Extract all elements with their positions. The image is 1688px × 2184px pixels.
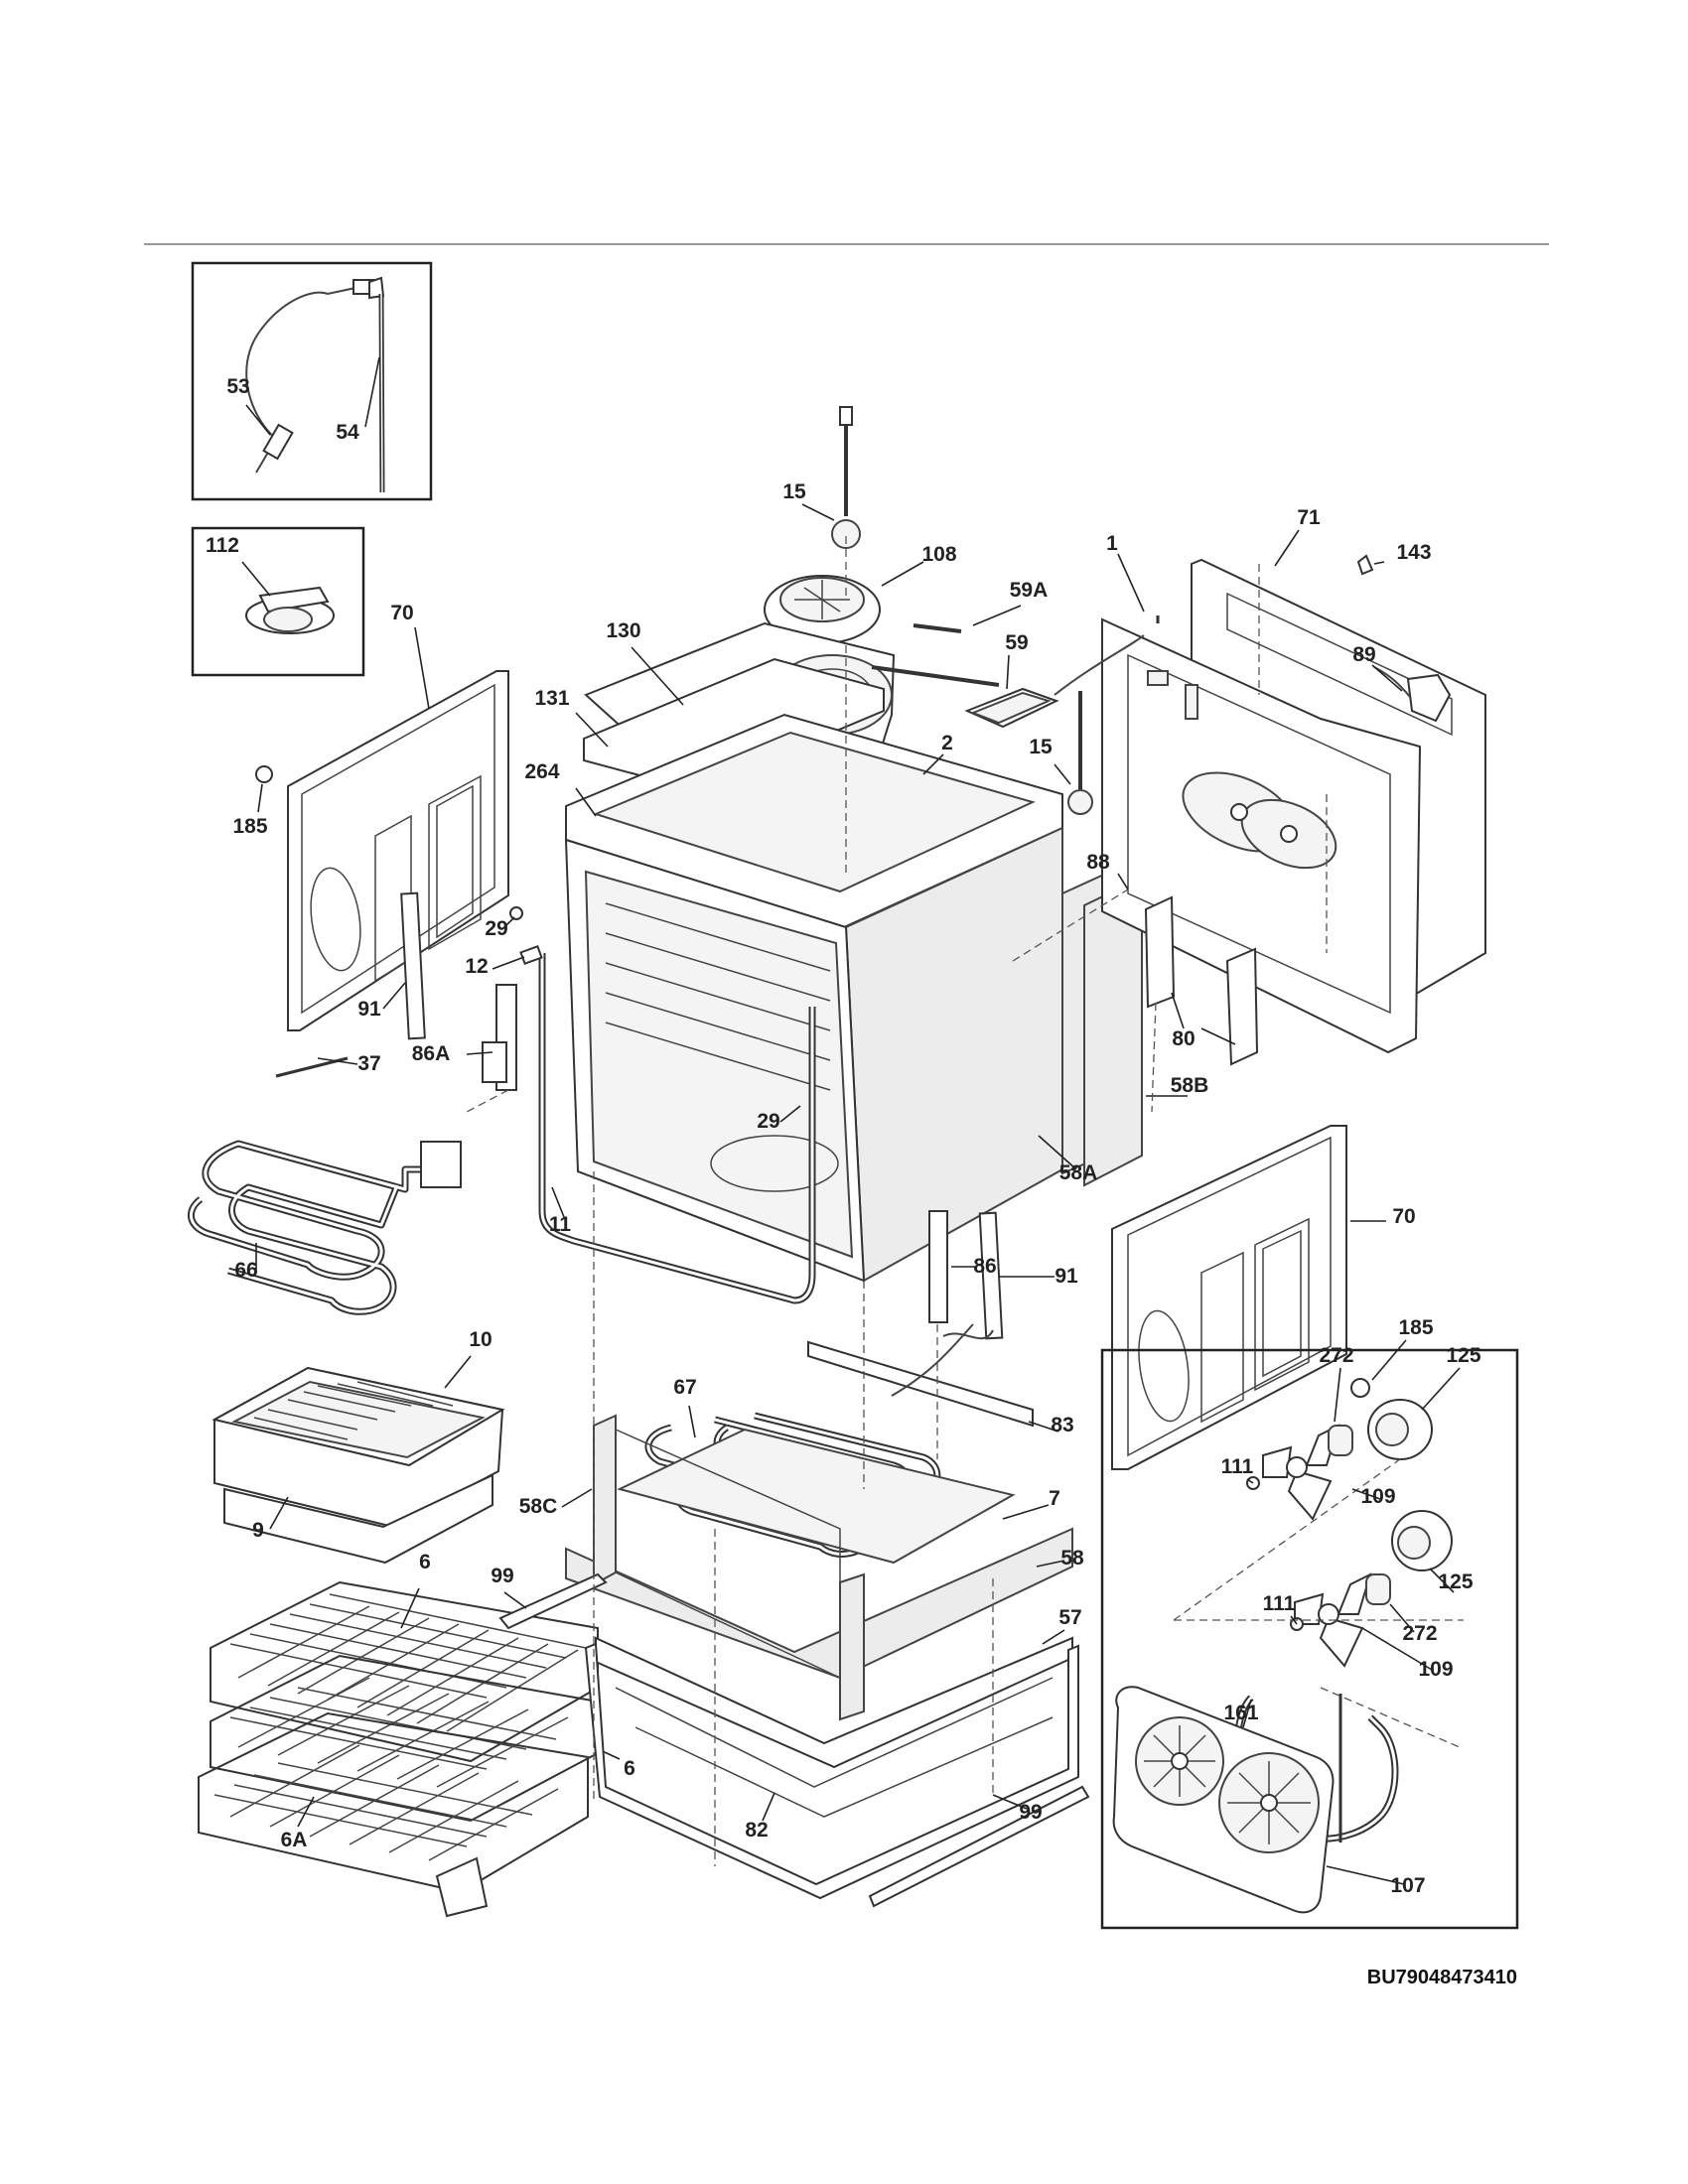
- part-label-161: 161: [1223, 1702, 1258, 1724]
- part-label-272: 272: [1319, 1344, 1353, 1367]
- oven-cavity: [466, 826, 1188, 1304]
- right-side-panel: [1111, 1125, 1407, 1470]
- part-label-2: 2: [941, 732, 953, 754]
- lower-insulation: [561, 1414, 1073, 1721]
- part-label-6a: 6A: [281, 1829, 308, 1851]
- part-label-264: 264: [524, 760, 559, 783]
- top-cover: [565, 621, 1063, 929]
- part-label-86: 86: [973, 1255, 996, 1278]
- drawing-code: BU79048473410: [1367, 1967, 1517, 1988]
- part-label-10: 10: [469, 1328, 492, 1351]
- part-label-109: 109: [1360, 1485, 1395, 1508]
- part-label-6: 6: [419, 1551, 431, 1573]
- part-label-11: 11: [549, 1213, 572, 1236]
- part-label-15: 15: [782, 480, 806, 503]
- broil-element: [187, 1056, 462, 1315]
- part-label-131: 131: [534, 687, 569, 710]
- part-label-15: 15: [1029, 736, 1053, 758]
- part-label-70: 70: [1392, 1205, 1415, 1228]
- inset-thermostat: [191, 526, 365, 677]
- part-label-29: 29: [757, 1110, 779, 1133]
- part-label-107: 107: [1390, 1874, 1425, 1897]
- part-label-12: 12: [465, 955, 488, 978]
- part-label-80: 80: [1172, 1027, 1195, 1050]
- inset-convection-fans: [1100, 1348, 1519, 1930]
- bake-element: [617, 1323, 1059, 1565]
- part-label-58c: 58C: [519, 1495, 558, 1518]
- part-label-29: 29: [485, 917, 507, 940]
- alignment-lines: [466, 536, 1328, 1866]
- right-hinge: [928, 1210, 1055, 1340]
- part-label-91: 91: [357, 998, 381, 1021]
- part-labels: 535411270185913766109666A151081301312642…: [206, 375, 1481, 1897]
- rear-panel: [871, 529, 1486, 1066]
- part-label-185: 185: [232, 815, 267, 838]
- part-label-37: 37: [357, 1052, 380, 1075]
- part-label-111: 111: [1221, 1455, 1254, 1478]
- part-label-53: 53: [226, 375, 249, 398]
- part-label-58a: 58A: [1059, 1161, 1098, 1184]
- part-label-125: 125: [1446, 1344, 1480, 1367]
- inset-sensor-probe: [191, 261, 433, 501]
- part-label-83: 83: [1051, 1414, 1073, 1436]
- part-label-111: 111: [1263, 1592, 1296, 1615]
- part-label-112: 112: [206, 534, 239, 557]
- part-label-82: 82: [745, 1819, 768, 1842]
- part-label-108: 108: [921, 543, 956, 566]
- part-label-89: 89: [1352, 643, 1375, 666]
- part-label-71: 71: [1297, 506, 1321, 529]
- part-label-57: 57: [1058, 1606, 1081, 1629]
- broiler-pan: [211, 1355, 505, 1565]
- part-label-59a: 59A: [1010, 579, 1049, 602]
- bottom-frame: [498, 1572, 1090, 1908]
- part-label-88: 88: [1086, 851, 1110, 874]
- part-label-1: 1: [1106, 532, 1118, 555]
- part-label-9: 9: [252, 1519, 264, 1542]
- part-label-91: 91: [1055, 1265, 1078, 1288]
- part-label-185: 185: [1398, 1316, 1433, 1339]
- oven-racks: [198, 1580, 621, 1918]
- part-label-66: 66: [234, 1259, 257, 1282]
- part-label-6: 6: [624, 1757, 635, 1780]
- part-label-143: 143: [1396, 541, 1431, 564]
- part-label-58: 58: [1060, 1547, 1084, 1570]
- part-label-67: 67: [673, 1376, 696, 1399]
- part-label-86a: 86A: [412, 1042, 451, 1065]
- part-label-130: 130: [606, 619, 640, 642]
- part-label-109: 109: [1418, 1658, 1453, 1681]
- part-label-59: 59: [1005, 631, 1028, 654]
- part-label-99: 99: [491, 1565, 513, 1587]
- part-label-7: 7: [1049, 1487, 1060, 1510]
- part-label-58b: 58B: [1171, 1074, 1209, 1097]
- part-label-70: 70: [390, 602, 413, 624]
- part-label-272: 272: [1402, 1622, 1437, 1645]
- part-label-125: 125: [1438, 1570, 1473, 1593]
- part-label-54: 54: [336, 421, 359, 444]
- left-side-panel: [255, 626, 509, 1040]
- top-convection-assembly: [764, 406, 924, 644]
- part-label-99: 99: [1019, 1801, 1042, 1824]
